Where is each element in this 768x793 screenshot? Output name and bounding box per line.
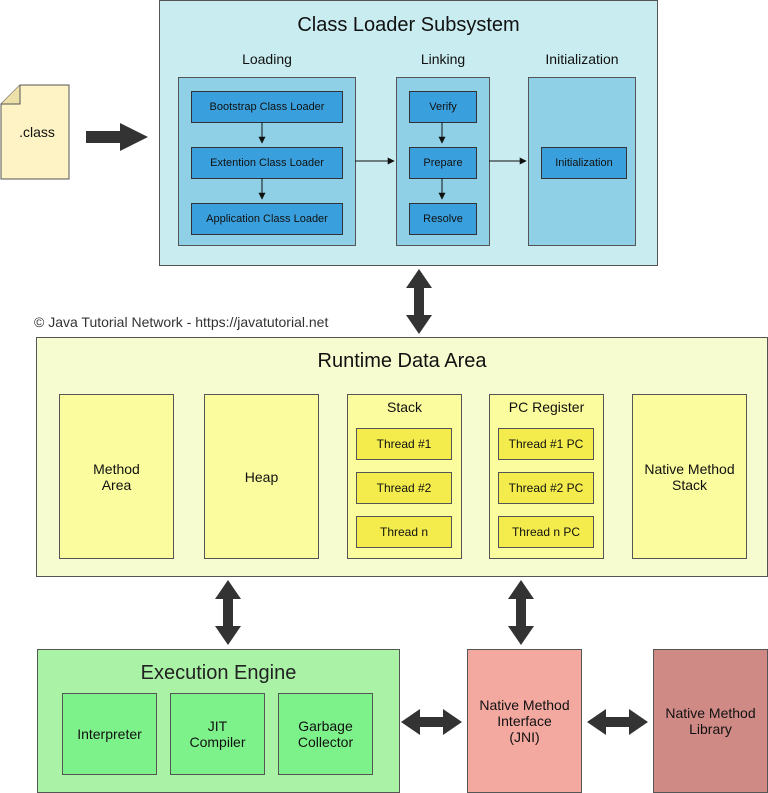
execution-engine-title: Execution Engine xyxy=(140,662,297,684)
garbage-collector: Garbage Collector xyxy=(278,693,373,775)
method-area: Method Area xyxy=(59,394,174,559)
loading-title: Loading xyxy=(242,51,292,67)
jni-library-arrow xyxy=(587,709,648,735)
stack-thread-2: Thread #2 xyxy=(356,472,452,504)
heap: Heap xyxy=(204,394,319,559)
initialization-step: Initialization xyxy=(541,147,627,179)
native-method-library: Native Method Library xyxy=(653,649,768,793)
runtime-title: Runtime Data Area xyxy=(317,350,487,372)
class-loader-title: Class Loader Subsystem xyxy=(297,14,520,36)
jit-compiler: JIT Compiler xyxy=(170,693,265,775)
execution-engine: Execution Engine Interpreter JIT Compile… xyxy=(37,649,400,793)
pc-thread-1: Thread #1 PC xyxy=(498,428,594,460)
native-method-interface: Native Method Interface (JNI) xyxy=(467,649,582,793)
stack-title: Stack xyxy=(386,399,422,415)
pc-thread-2: Thread #2 PC xyxy=(498,472,594,504)
bootstrap-class-loader: Bootstrap Class Loader xyxy=(191,91,343,123)
stack-thread-1: Thread #1 xyxy=(356,428,452,460)
initialization-title: Initialization xyxy=(545,51,619,67)
pc-thread-n: Thread n PC xyxy=(498,516,594,548)
linking-title: Linking xyxy=(420,51,466,67)
class-file: .class xyxy=(0,84,70,180)
runtime-jni-arrow xyxy=(508,580,534,645)
stack-thread-n: Thread n xyxy=(356,516,452,548)
engine-jni-arrow xyxy=(401,709,462,735)
copyright-text: © Java Tutorial Network - https://javatu… xyxy=(34,314,329,330)
document-icon xyxy=(0,84,70,180)
linking-phase: Verify Prepare Resolve xyxy=(396,77,490,246)
loading-phase: Bootstrap Class Loader Extention Class L… xyxy=(178,77,356,246)
native-method-stack: Native Method Stack xyxy=(632,394,747,559)
runtime-engine-arrow xyxy=(215,580,241,645)
prepare-step: Prepare xyxy=(409,147,477,179)
class-loader-subsystem: Class Loader Subsystem Loading Linking I… xyxy=(159,0,658,266)
class-to-loader-arrow xyxy=(86,123,148,151)
initialization-phase: Initialization xyxy=(528,77,636,246)
application-class-loader: Application Class Loader xyxy=(191,203,343,235)
class-file-label: .class xyxy=(19,124,55,140)
verify-step: Verify xyxy=(409,91,477,123)
interpreter: Interpreter xyxy=(62,693,157,775)
pc-register-title: PC Register xyxy=(508,399,585,415)
resolve-step: Resolve xyxy=(409,203,477,235)
loader-runtime-arrow xyxy=(406,269,432,334)
stack: Stack Thread #1 Thread #2 Thread n xyxy=(347,394,462,559)
extension-class-loader: Extention Class Loader xyxy=(191,147,343,179)
runtime-data-area: Runtime Data Area Method Area Heap Stack… xyxy=(36,337,768,577)
pc-register: PC Register Thread #1 PC Thread #2 PC Th… xyxy=(489,394,604,559)
